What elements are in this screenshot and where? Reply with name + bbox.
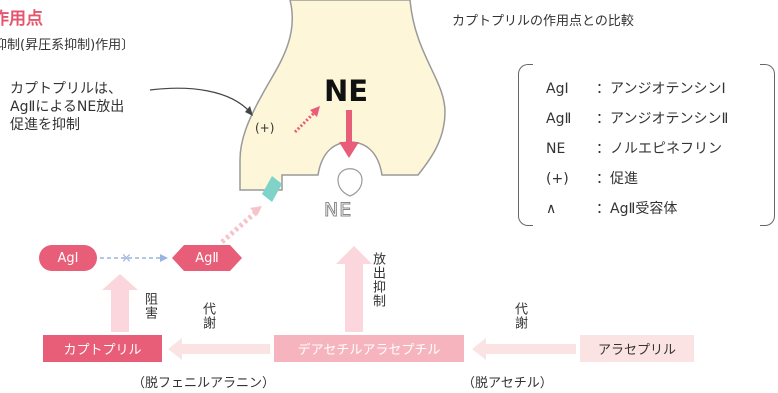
legend-row-ne: NE ：ノルエピネフリン <box>546 138 722 158</box>
legend-value: ：促進 <box>596 171 638 187</box>
note-line-1: カプトプリルは、 <box>10 81 122 97</box>
legend-value: ：アンジオテンシンⅠ <box>596 81 726 97</box>
release-notch <box>337 168 363 197</box>
legend-row-agi: AgⅠ ：アンジオテンシンⅠ <box>546 78 726 98</box>
ne-release-arrow <box>339 110 359 158</box>
agii-to-receptor-arrow <box>220 206 262 244</box>
agi-node: AgⅠ <box>39 245 97 271</box>
inhibit-arrow <box>102 274 138 332</box>
legend-value: ：アンジオテンシンⅡ <box>596 111 729 127</box>
metabolism-label-left: 代謝 <box>200 302 215 330</box>
legend-row-agii: AgⅡ ：アンジオテンシンⅡ <box>546 108 728 128</box>
legend-bracket-left <box>518 64 533 226</box>
legend-row-plus: (+) ：促進 <box>546 168 638 188</box>
metabolism-arrow-left <box>168 338 270 360</box>
legend-key: ∧ <box>546 201 557 217</box>
captopril-note: カプトプリルは、 AgⅡによるNE放出 促進を抑制 <box>10 80 124 134</box>
legend-value: ：ノルエピネフリン <box>596 141 722 157</box>
legend-key: NE <box>546 141 566 157</box>
legend-key: AgⅠ <box>546 81 569 97</box>
note-arrow <box>149 87 251 113</box>
paren-right: （脱アセチル） <box>462 376 553 391</box>
agii-shape <box>172 245 242 271</box>
legend-key: (+) <box>546 171 569 187</box>
legend-row-receptor: ∧ ：AgⅡ受容体 <box>546 198 677 218</box>
captopril-box: カプトプリル <box>43 335 162 362</box>
release-inhibit-arrow <box>336 246 372 332</box>
comparison-title: カプトプリルの作用点との比較 <box>452 14 634 29</box>
paren-left: （脱フェニルアラニン） <box>132 376 276 391</box>
desacetyl-box: デアセチルアラセプチル <box>274 335 464 362</box>
ne-released-label: NE <box>323 199 353 222</box>
promote-label: (+) <box>255 121 275 135</box>
ne-label: NE <box>324 74 369 108</box>
agii-node: AgⅡ <box>172 245 242 271</box>
legend-key: AgⅡ <box>546 111 572 127</box>
section-subtitle: 抑制(昇圧系抑制)作用〕 <box>0 38 135 53</box>
alacepril-box: アラセプリル <box>580 335 694 362</box>
plus-arrow <box>293 106 320 134</box>
svg-text:×: × <box>121 251 132 266</box>
metabolism-label-right: 代謝 <box>512 302 527 330</box>
metabolism-arrow-right <box>472 338 576 360</box>
legend-value: ：AgⅡ受容体 <box>596 201 678 217</box>
note-line-2: AgⅡによるNE放出 <box>10 99 125 115</box>
release-inhibit-label: 放出抑制 <box>370 252 385 308</box>
agii-receptor <box>262 176 282 202</box>
legend-bracket-right <box>760 64 775 226</box>
agii-label: AgⅡ <box>195 250 219 266</box>
section-title: 作用点 <box>0 9 43 29</box>
note-line-3: 促進を抑制 <box>10 117 80 133</box>
inhibit-label: 阻害 <box>142 292 157 320</box>
